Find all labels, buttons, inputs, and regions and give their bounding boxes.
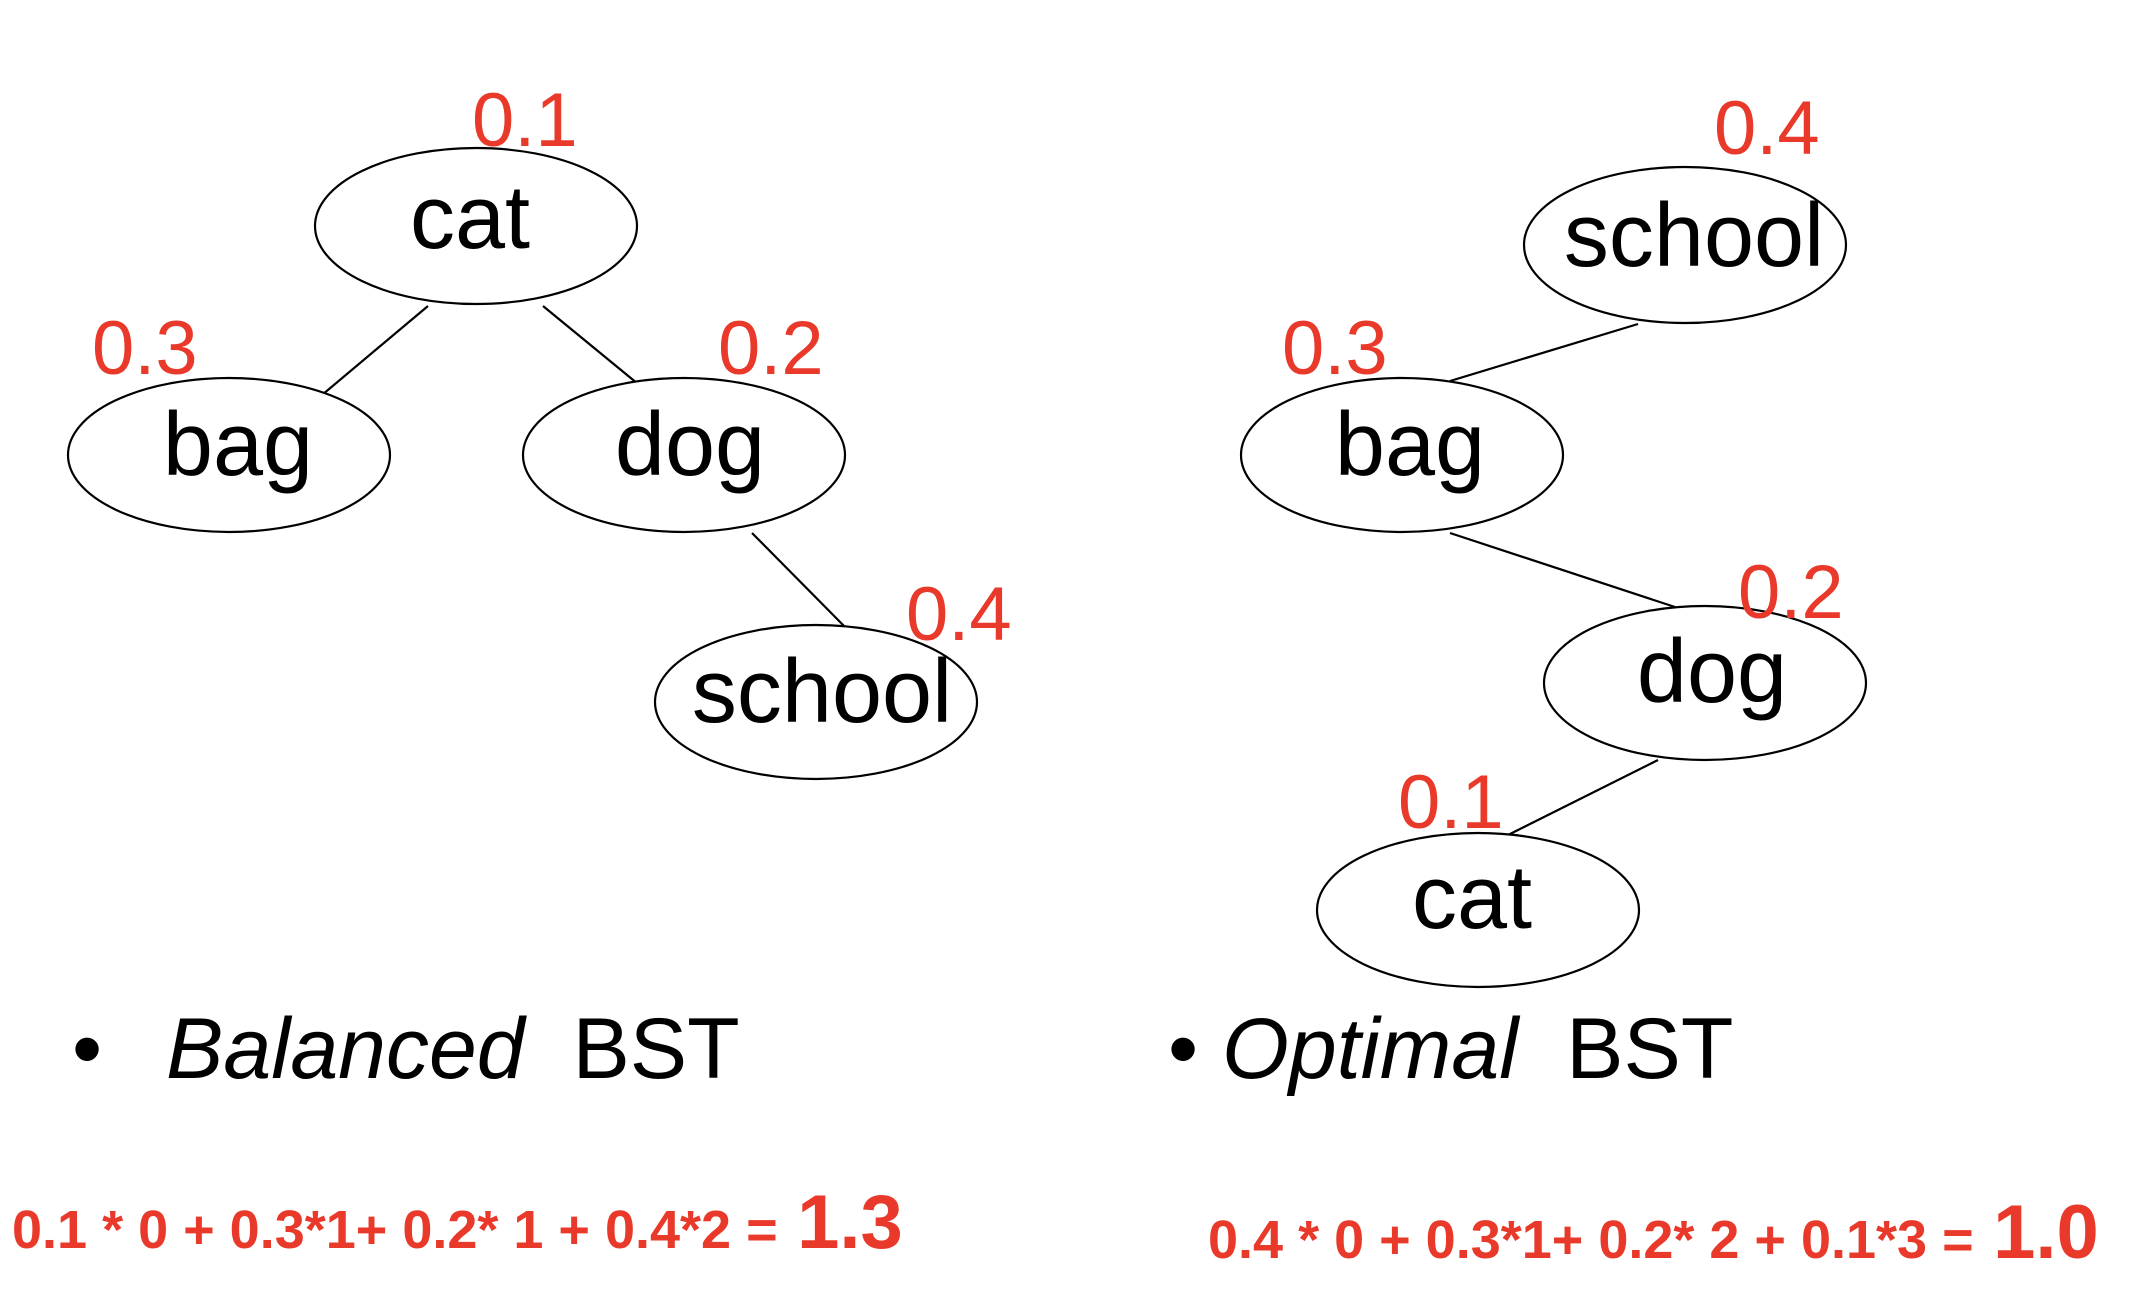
node-probability: 0.1	[1398, 760, 1504, 845]
formula-result: 1.3	[797, 1180, 903, 1265]
formula-expression: 0.4 * 0 + 0.3*1+ 0.2* 2 + 0.1*3 =	[1208, 1210, 1989, 1270]
node-ellipse	[653, 623, 979, 781]
node-label: bag	[163, 395, 313, 495]
optimal-bst-tree: school 0.4 bag 0.3 dog 0.2 cat 0.1	[1239, 86, 1868, 989]
node-label: school	[692, 642, 952, 742]
edge-dog-school	[751, 532, 849, 631]
node-ellipse	[521, 376, 847, 534]
optimal-caption: • Optimal BST	[1168, 1001, 1733, 1097]
balanced-node-cat: cat 0.1	[313, 78, 639, 306]
node-label: dog	[615, 395, 765, 495]
node-probability: 0.3	[92, 306, 198, 391]
node-label: cat	[1412, 848, 1532, 948]
caption-rest: BST	[549, 1001, 740, 1097]
node-ellipse	[1522, 165, 1848, 325]
node-probability: 0.3	[1282, 306, 1388, 391]
edge-bag-dog	[1449, 531, 1676, 609]
node-probability: 0.4	[906, 572, 1012, 657]
optimal-cost-formula: 0.4 * 0 + 0.3*1+ 0.2* 2 + 0.1*3 = 1.0	[1208, 1190, 2099, 1275]
balanced-cost-formula: 0.1 * 0 + 0.3*1+ 0.2* 1 + 0.4*2 = 1.3	[12, 1180, 903, 1265]
node-probability: 0.1	[472, 78, 578, 163]
node-probability: 0.4	[1714, 86, 1820, 171]
node-label: dog	[1637, 622, 1787, 722]
node-probability: 0.2	[718, 306, 824, 391]
node-ellipse	[313, 146, 639, 306]
balanced-caption: • Balanced BST	[72, 1001, 740, 1097]
caption-emphasis: Optimal	[1222, 1001, 1521, 1097]
node-ellipse	[1542, 604, 1868, 762]
formula-result: 1.0	[1993, 1190, 2099, 1275]
optimal-node-bag: bag 0.3	[1239, 306, 1565, 534]
node-label: school	[1564, 186, 1824, 286]
edge-cat-dog	[542, 305, 639, 385]
caption-rest: BST	[1542, 1001, 1733, 1097]
balanced-node-dog: dog 0.2	[521, 306, 847, 534]
edge-cat-bag	[315, 305, 429, 401]
optimal-node-school: school 0.4	[1522, 86, 1848, 325]
node-ellipse	[1315, 831, 1641, 989]
node-ellipse	[1239, 376, 1565, 534]
balanced-bst-tree: cat 0.1 bag 0.3 dog 0.2 school 0.4	[66, 78, 1012, 781]
optimal-node-cat: cat 0.1	[1315, 760, 1641, 989]
edge-dog-cat	[1507, 759, 1659, 836]
formula-expression: 0.1 * 0 + 0.3*1+ 0.2* 1 + 0.4*2 =	[12, 1200, 793, 1260]
edge-school-bag	[1449, 322, 1639, 383]
balanced-node-bag: bag 0.3	[66, 306, 392, 534]
node-label: cat	[410, 168, 530, 268]
caption-bullet: •	[72, 1001, 102, 1097]
caption-bullet: •	[1168, 1001, 1198, 1097]
node-probability: 0.2	[1738, 550, 1844, 635]
balanced-node-school: school 0.4	[653, 572, 1012, 781]
caption-emphasis: Balanced	[166, 1001, 528, 1097]
node-ellipse	[66, 376, 392, 534]
optimal-node-dog: dog 0.2	[1542, 550, 1868, 762]
node-label: bag	[1335, 395, 1485, 495]
